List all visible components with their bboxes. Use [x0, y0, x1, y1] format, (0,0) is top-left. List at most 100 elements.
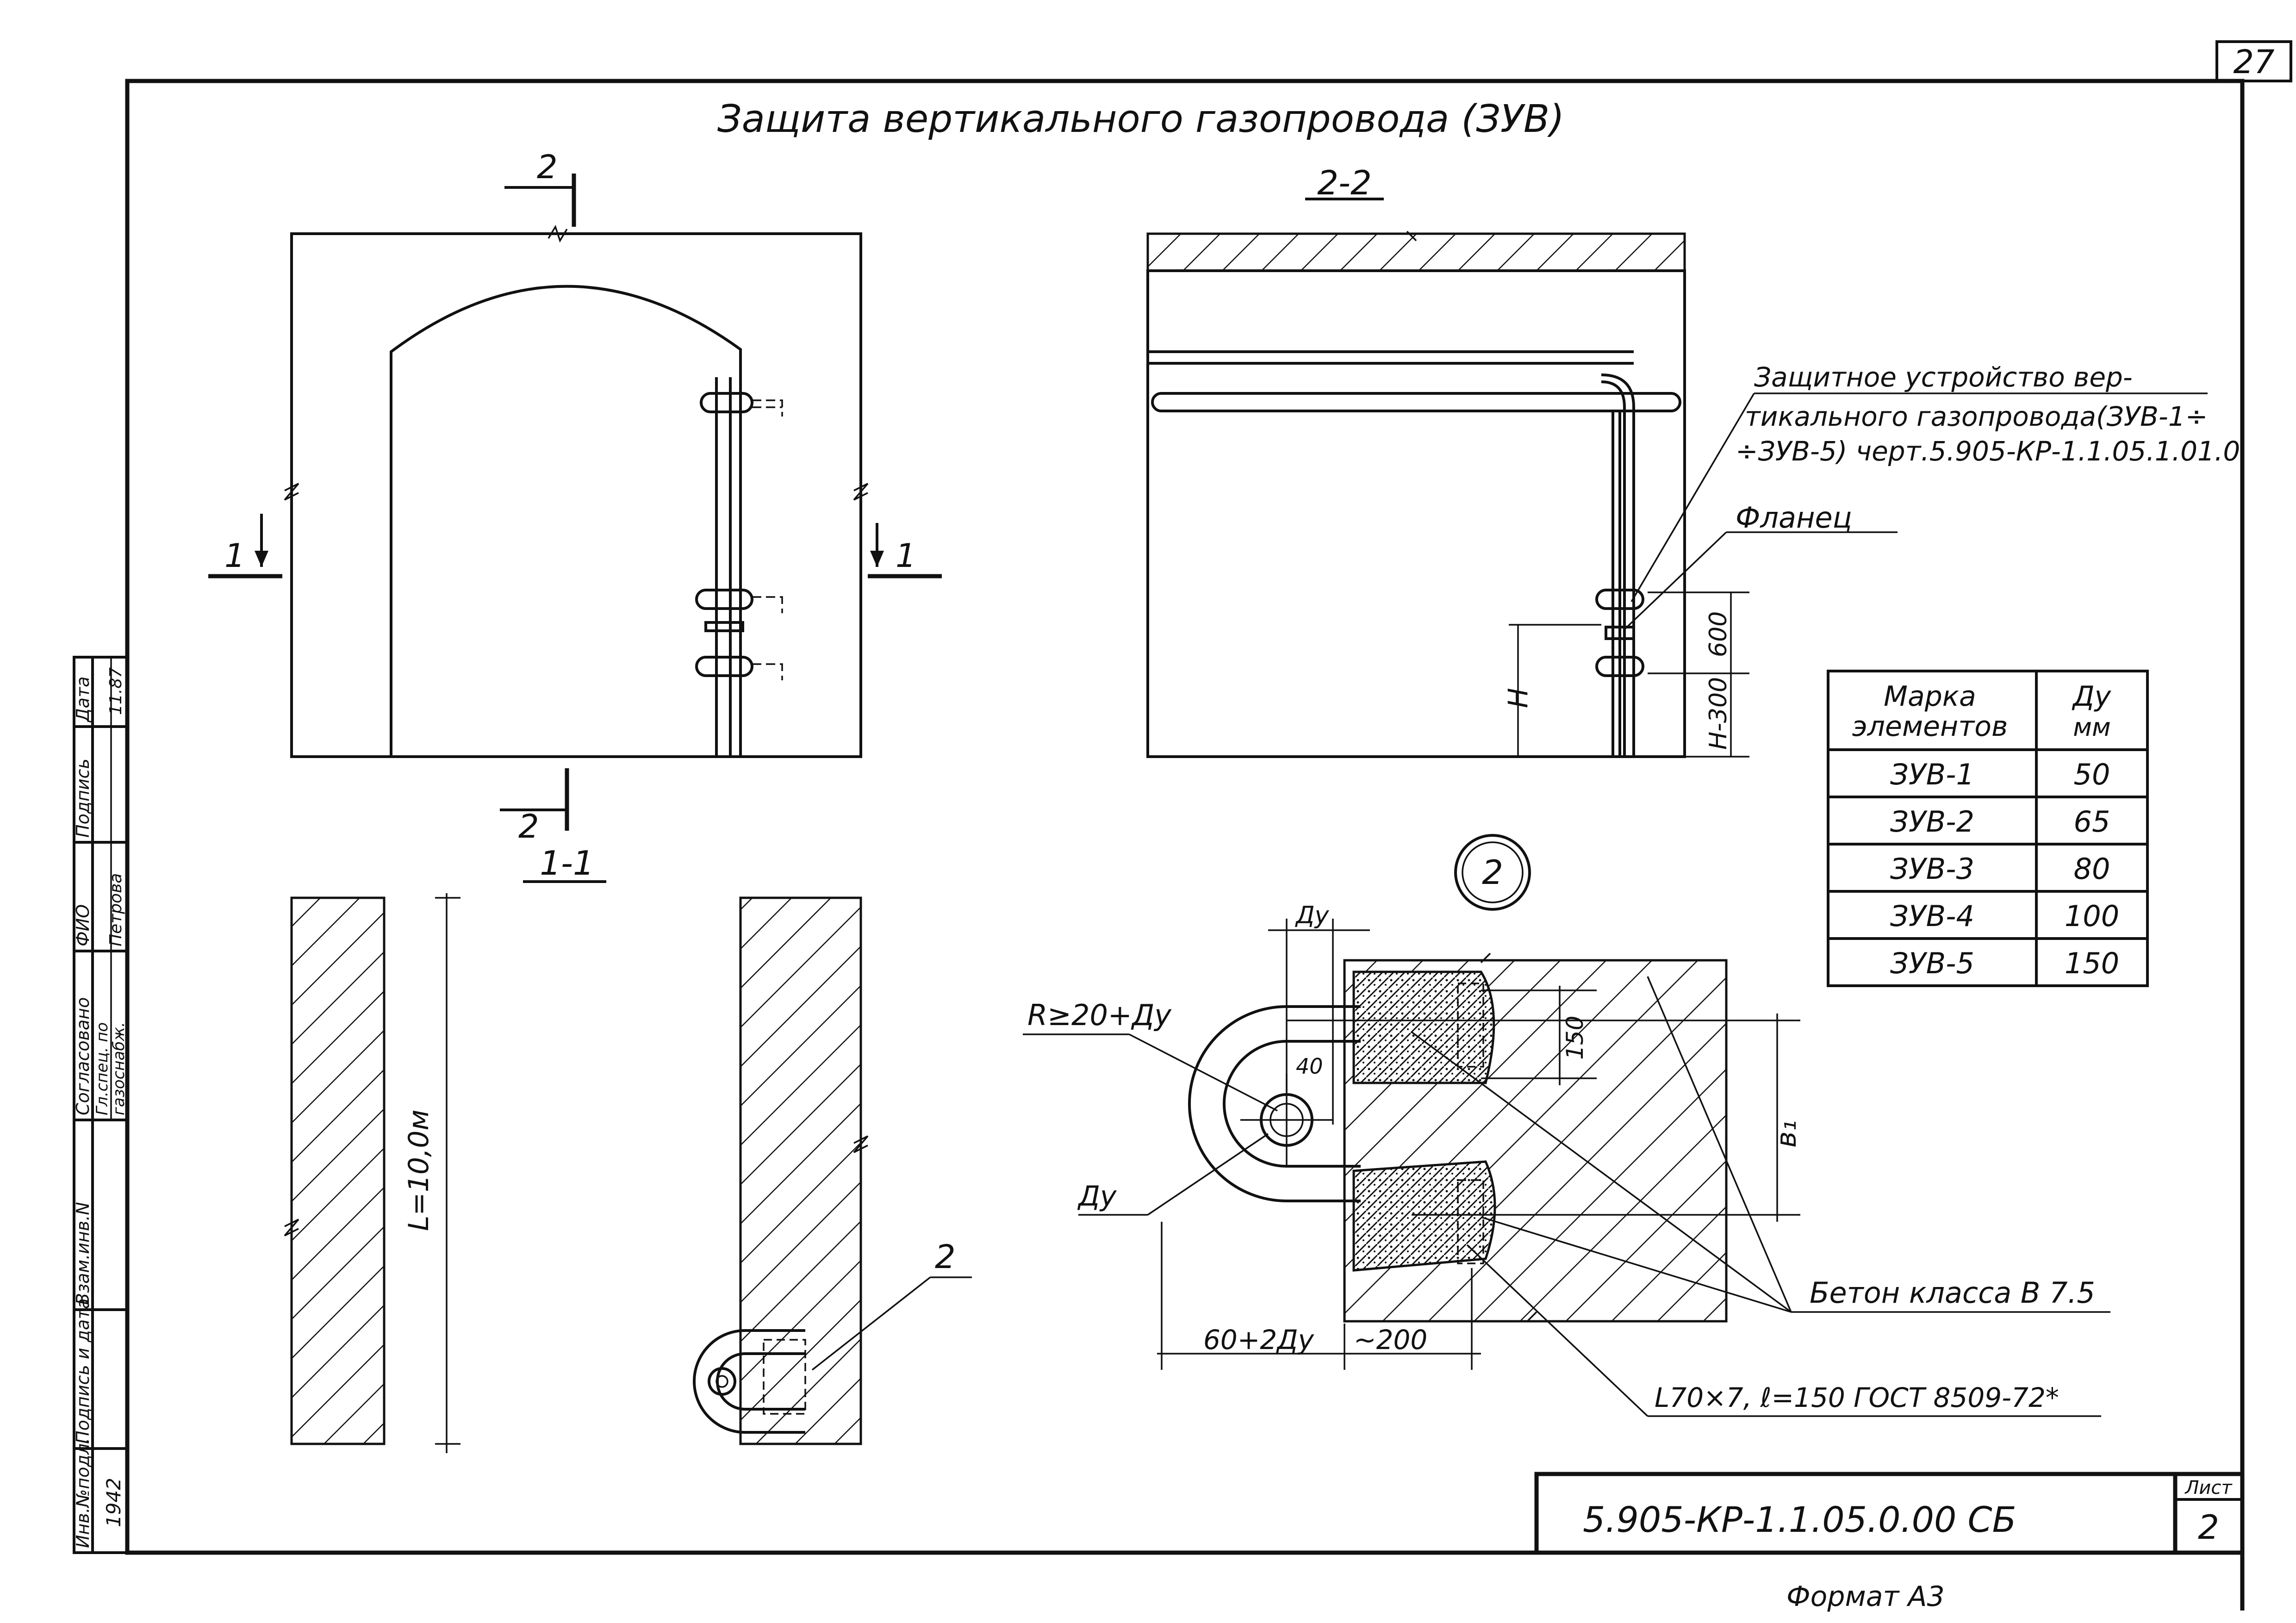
stamp-date-value: 11.87	[106, 667, 125, 715]
list-label: Лист	[2184, 1477, 2233, 1499]
dim-200-label: ~200	[1354, 1324, 1427, 1356]
sec-clamp-top	[1595, 589, 1644, 610]
clamp-top	[700, 392, 753, 413]
wall-lower	[1146, 269, 1686, 758]
format-label: Формат А3	[1786, 1580, 1945, 1613]
section-1-1-view: L=10,0м 2	[284, 893, 972, 1453]
cut-marker-1-left: 1	[208, 514, 282, 578]
u-bolt-detail-outer	[1188, 1005, 1361, 1202]
table-header-mark-2: элементов	[1852, 710, 2008, 743]
sec-clamp-bottom	[1595, 656, 1644, 677]
node-2-label: 2	[1482, 853, 1503, 892]
cut-marker-1-right: 1	[868, 523, 942, 578]
bracket-middle	[752, 596, 783, 613]
flange-label: Фланец	[1736, 501, 1852, 535]
pipe-small	[708, 1367, 736, 1396]
dim-h: H	[1502, 688, 1534, 708]
table-row-du: 80	[2074, 852, 2110, 886]
slab-hatched	[1146, 232, 1686, 272]
node-2-circle-inner	[1462, 841, 1524, 903]
dim-60-2du-label: 60+2Ду	[1203, 1324, 1314, 1356]
table-row-du: 100	[2065, 899, 2119, 933]
cut-label-1-left: 1	[224, 537, 245, 575]
break-mark-left	[284, 483, 299, 501]
wall-left-hatched	[290, 896, 386, 1445]
stamp-podpis: Подпись	[73, 759, 93, 838]
stamp-name: Петрова	[106, 873, 125, 946]
cut-marker-2-bottom: 2	[500, 768, 569, 846]
node-2-detail: Ду R≥20+Ду 40 Ду 150 в₁ 60+2Ду ~200 Бето…	[1023, 902, 2110, 1417]
stamp-soglasovano: Согласовано	[73, 997, 93, 1115]
protect-line-2: тикального газопровода(ЗУВ-1÷	[1745, 401, 2208, 432]
radius-label: R≥20+Ду	[1027, 998, 1172, 1032]
stamp-podpis-data: Подпись и дата	[73, 1298, 93, 1444]
table-row-mark: ЗУВ-1	[1890, 758, 1974, 791]
clamp-middle	[695, 589, 753, 610]
slab-break	[1406, 230, 1417, 242]
stamp-gl-spec-2: газоснабж.	[110, 1022, 128, 1115]
sheet-number-box	[2215, 40, 2292, 82]
clamp-bottom	[695, 656, 753, 677]
horizontal-pipe	[1151, 392, 1681, 412]
wall-right-hatched	[739, 896, 862, 1445]
dim-150-label: 150	[1562, 1016, 1588, 1060]
protect-line-1: Защитное устройство вер-	[1754, 361, 2133, 393]
document-code: 5.905-КР-1.1.05.0.00 СБ	[1583, 1499, 2016, 1540]
u-bolt-detail-inner	[1223, 1040, 1361, 1168]
callout-2-label: 2	[935, 1238, 956, 1276]
table-row-mark: ЗУВ-5	[1890, 946, 1974, 980]
concrete-plug-bottom	[1352, 1160, 1496, 1272]
table-header-du-1: Ду	[2072, 680, 2112, 713]
title-block: 5.905-КР-1.1.05.0.00 СБ Лист 2	[1534, 1472, 2245, 1555]
table-row-mark: ЗУВ-2	[1890, 805, 1974, 839]
stamp-vzam-inv: Взам.инв.N	[73, 1202, 93, 1305]
cut-label-2-bottom: 2	[518, 808, 539, 846]
section-2-2-label: 2-2	[1317, 163, 1372, 202]
wall-outline	[290, 232, 862, 758]
angle-label: L70×7, ℓ=150 ГОСТ 8509-72*	[1655, 1382, 2059, 1413]
table-row-mark: ЗУВ-3	[1890, 852, 1974, 886]
u-bolt-outer	[693, 1329, 805, 1434]
du-left-label: Ду	[1077, 1180, 1117, 1213]
stamp-inv-value: 1942	[102, 1478, 125, 1527]
table-row-mark: ЗУВ-4	[1890, 899, 1974, 933]
drawing-title: Защита вертикального газопровода (ЗУВ)	[717, 97, 1564, 141]
stamp-data: Дата	[73, 677, 93, 723]
break-mark-right	[853, 483, 869, 501]
section-2-2-view: H 600 H-300	[1146, 230, 1749, 758]
b1-label: в₁	[1770, 1120, 1803, 1148]
angle-top	[1457, 983, 1484, 1068]
table-row-du: 65	[2074, 805, 2110, 839]
bracket-bottom	[752, 663, 783, 680]
table-header-mark-1: Марка	[1884, 680, 1976, 713]
table-row-du: 150	[2065, 946, 2119, 980]
angle-bottom	[1457, 1179, 1484, 1264]
du-top-label: Ду	[1295, 902, 1330, 929]
cut-label-1-right: 1	[896, 537, 916, 575]
u-bolt-inner	[716, 1352, 805, 1411]
dim-h300: H-300	[1705, 677, 1732, 750]
flange-band	[704, 621, 744, 632]
table-row-du: 50	[2074, 758, 2110, 791]
break-left	[284, 1219, 299, 1237]
break-mark-top	[548, 224, 568, 243]
protect-device-callout: Защитное устройство вер- тикального газо…	[1630, 361, 2240, 602]
protect-line-3: ÷ЗУВ-5) черт.5.905-КР-1.1.05.1.01.0	[1736, 435, 2240, 467]
dim-600: 600	[1705, 611, 1732, 657]
section-1-1-label: 1-1	[540, 844, 594, 883]
cut-label-2-top: 2	[537, 148, 558, 186]
stamp-fio: ФИО	[73, 904, 93, 946]
stamp-inv-podl: Инв.№подл.	[73, 1438, 93, 1548]
sec-flange	[1605, 626, 1635, 640]
cut-marker-2-top: 2	[504, 148, 576, 227]
arch-opening	[390, 285, 742, 757]
table-header-du-2: мм	[2073, 713, 2110, 742]
pipe-elbow	[1601, 373, 1635, 757]
node-2-circle-outer	[1454, 834, 1531, 911]
concrete-label: Бетон класса В 7.5	[1810, 1276, 2095, 1310]
sheet-number: 27	[2233, 43, 2274, 81]
flange-callout: Фланец	[1624, 501, 1898, 630]
d40-label: 40	[1296, 1054, 1323, 1079]
length-label: L=10,0м	[403, 1109, 435, 1231]
